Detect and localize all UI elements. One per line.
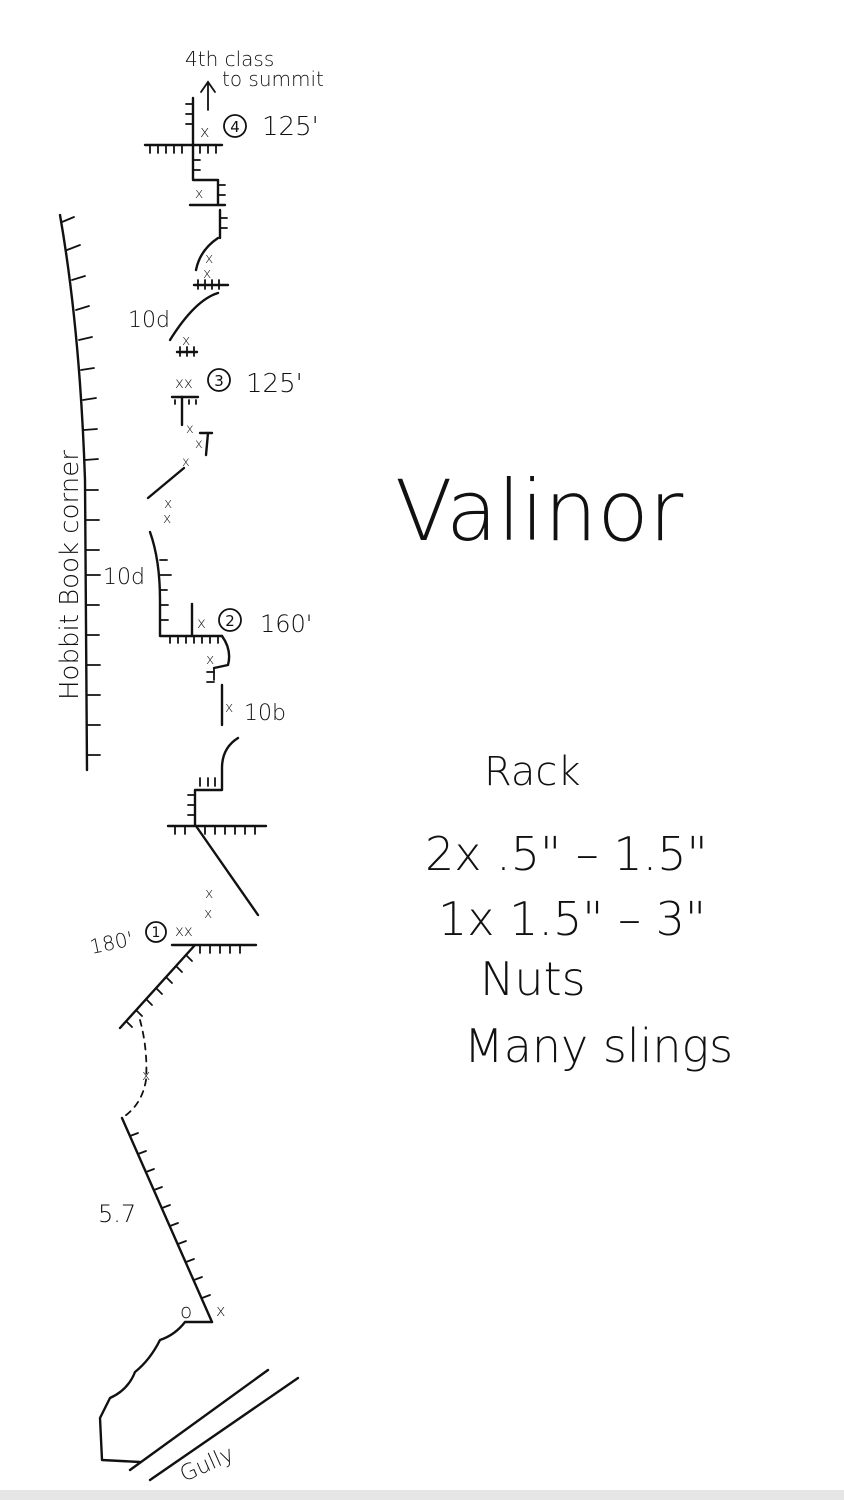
rack-item-1: 2x .5" – 1.5": [425, 827, 708, 881]
svg-text:2: 2: [225, 612, 235, 630]
hobbit-book-corner-label: Hobbit Book corner: [55, 450, 85, 700]
approach-grade: 5.7: [98, 1200, 136, 1228]
pitch-4-mid-bolt-b: x: [203, 266, 211, 282]
pitch-3-bolt-b: x: [195, 437, 203, 452]
svg-text:3: 3: [214, 372, 224, 390]
rack-heading: Rack: [484, 749, 581, 795]
start-marker: o: [180, 1299, 192, 1323]
route-title: Valinor: [395, 462, 684, 560]
pitch-4-upper-bolt: x: [195, 186, 203, 202]
pitch-2-crux-grade: 10b: [244, 701, 286, 726]
pitch-3-bolt-e: x: [163, 511, 171, 527]
upper-crux-crack: [168, 291, 220, 342]
pitch-1-anchor: 1: [145, 921, 167, 943]
upper-crux-grade: 10d: [128, 308, 170, 333]
summit-note-line1: 4th class: [185, 47, 274, 71]
pitch-3-bolt-a: x: [186, 422, 194, 437]
hobbit-book-corner-line: [58, 213, 101, 772]
pitch-3-bolt-c: x: [182, 455, 190, 470]
approach-ramp: [98, 1116, 214, 1464]
pitch-1-route: [118, 943, 258, 1119]
pitch-4-mid-bolt-a: x: [205, 251, 213, 267]
pitch-3-route: [146, 346, 214, 500]
pitch-2-length: 160': [260, 610, 312, 638]
gully-lines: [128, 1368, 300, 1482]
up-arrow-icon: [200, 80, 216, 111]
pitch-1-anchor-bolts: xx: [175, 922, 193, 940]
pitch-2-bolt: x: [197, 614, 206, 632]
pitch-3-length: 125': [246, 369, 303, 399]
pitch-4-bolt: x: [200, 122, 209, 141]
rack-item-3: Nuts: [480, 952, 586, 1006]
pitch-2-crux-bolt: x: [225, 700, 233, 716]
pitch-4-length: 125': [262, 112, 319, 142]
start-bolt: x: [216, 1301, 225, 1320]
pitch-3-upper-bolt: x: [182, 333, 190, 349]
svg-text:4: 4: [230, 118, 240, 136]
pitch-2-anchor: 2: [218, 608, 242, 632]
corner-crux-grade: 10d: [103, 565, 145, 590]
pitch-3-anchor: 3: [207, 368, 231, 392]
rack-item-2: 1x 1.5" – 3": [438, 892, 706, 946]
pitch-4-anchor: 4: [223, 114, 247, 138]
pitch-1-bolt-b: x: [204, 906, 212, 922]
pitch-4-route: [143, 96, 230, 290]
svg-text:1: 1: [152, 925, 161, 941]
pitch-1-lower-bolt: x: [142, 1068, 150, 1084]
pitch-1-bolt-a: x: [205, 886, 213, 902]
rack-item-4: Many slings: [464, 1019, 733, 1073]
pitch-2-bolt-lower: x: [206, 652, 214, 668]
pitch-1-length: 180': [88, 926, 136, 959]
summit-note-line2: to summit: [222, 67, 324, 91]
bottom-edge-bar: [0, 1490, 844, 1500]
pitch-3-bolt-d: x: [164, 496, 172, 512]
pitch-2-route: [148, 530, 268, 917]
gully-label: Gully: [176, 1442, 238, 1488]
pitch-3-anchor-bolts: xx: [175, 374, 193, 392]
